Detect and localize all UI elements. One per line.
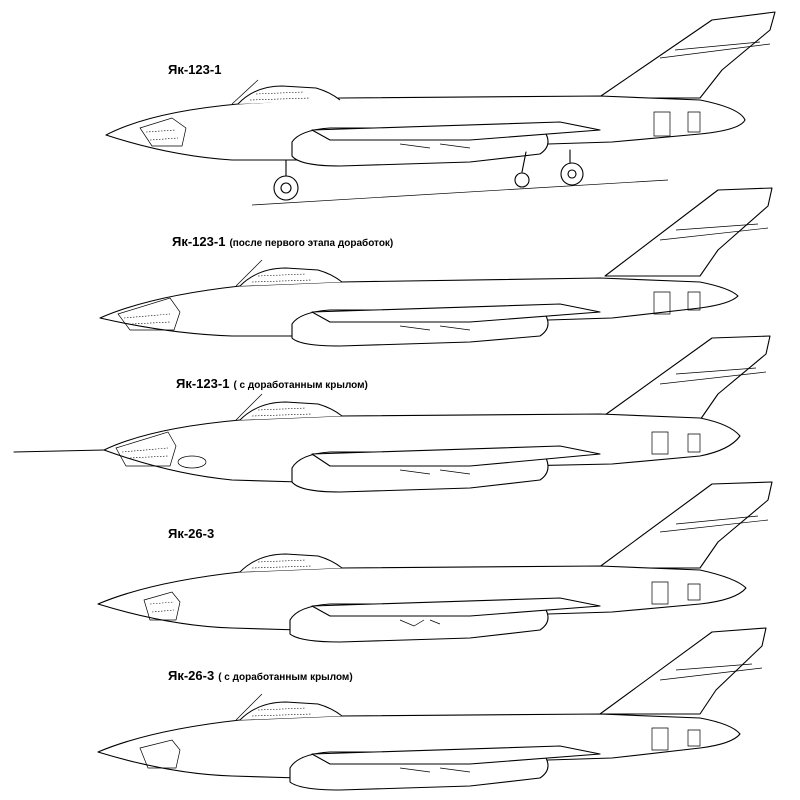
aircraft-side-profile [97,481,773,643]
aircraft-designation: Як-123-1 [176,376,230,391]
aircraft-designation: Як-26-3 [168,526,215,541]
aircraft-side-profile [105,11,776,206]
aircraft-side-profile [99,187,773,347]
aircraft-designation: Як-26-3 [168,668,215,683]
aircraft-view-4: Як-26-3 [0,476,800,646]
view-caption: Як-123-1(после первого этапа доработок) [172,234,393,250]
view-caption: Як-26-3 [168,526,218,542]
modification-note: ( с доработанным крылом) [218,672,353,683]
modification-note: ( с доработанным крылом) [233,380,368,391]
aircraft-side-profile [13,335,771,493]
modification-note: (после первого этапа доработок) [229,238,394,249]
aircraft-designation: Як-123-1 [172,234,226,249]
aircraft-view-2: Як-123-1(после первого этапа доработок) [0,178,800,348]
view-caption: Як-26-3( с доработанным крылом) [168,668,353,684]
aircraft-side-profile [97,627,767,791]
view-caption: Як-123-1 [168,62,225,78]
aircraft-view-3: Як-123-1( с доработанным крылом) [0,328,800,498]
aircraft-designation: Як-123-1 [168,62,222,77]
aircraft-view-5: Як-26-3( с доработанным крылом) [0,622,800,800]
aircraft-view-1: Як-123-1 [0,0,800,210]
view-caption: Як-123-1( с доработанным крылом) [176,376,368,392]
